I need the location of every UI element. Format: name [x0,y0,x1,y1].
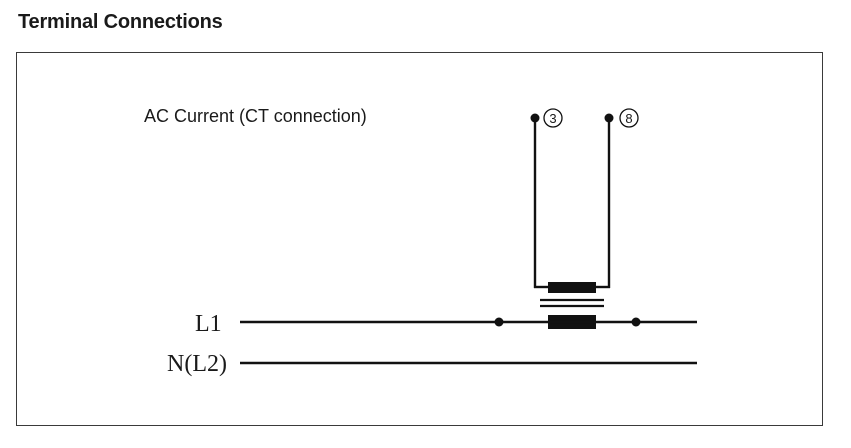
terminal-8-badge: 8 [619,108,639,128]
terminal-3-lead [530,113,550,289]
l1-node-dot [494,317,504,327]
ct-secondary-winding [548,282,596,293]
terminal-3-number: 3 [549,111,556,126]
terminal-8-number: 8 [625,111,632,126]
diagram-frame [16,52,823,426]
terminal-8-lead [595,113,614,289]
l1-label: L1 [195,311,222,337]
neutral-label: N(L2) [167,351,227,377]
section-heading: Terminal Connections [18,11,223,33]
ac-current-label: AC Current (CT connection) [144,106,367,126]
l1-node-dot [631,317,641,327]
terminal-3-badge: 3 [543,108,563,128]
